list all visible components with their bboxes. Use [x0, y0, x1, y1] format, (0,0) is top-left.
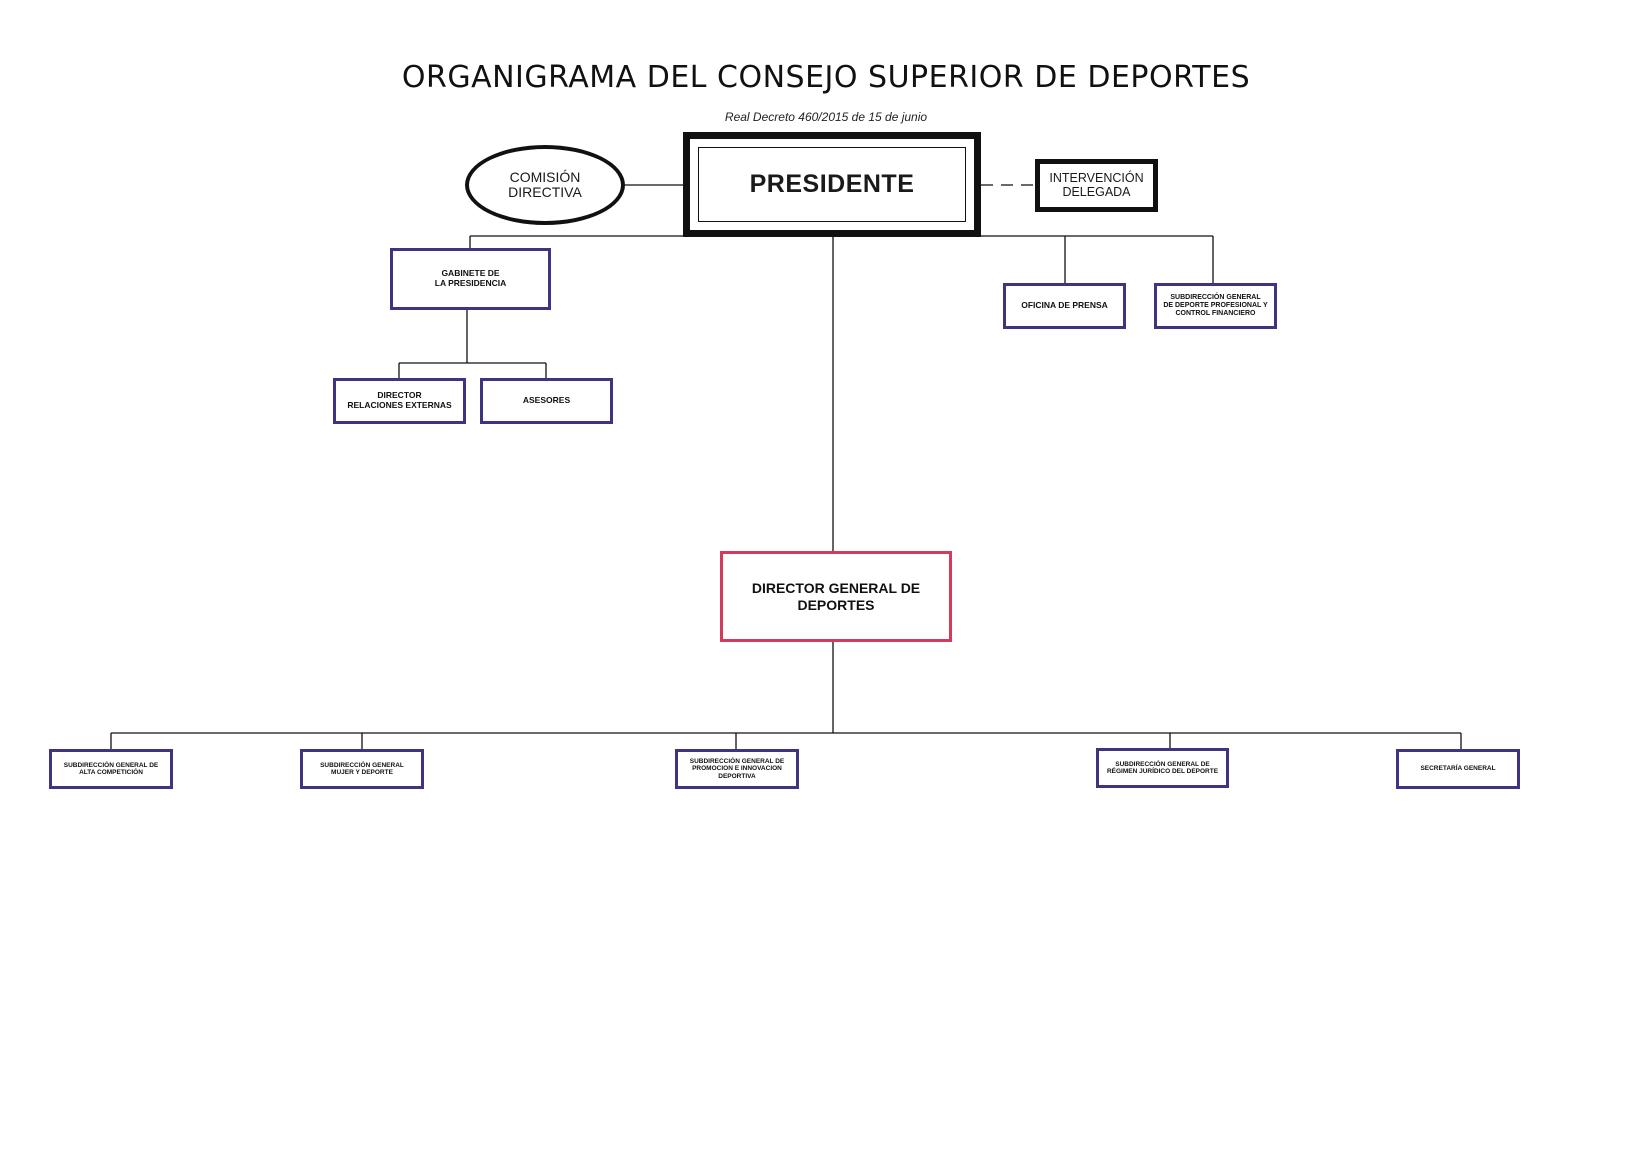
gabinete-node: GABINETE DE LA PRESIDENCIA [390, 248, 551, 310]
subdireccion-alta-competicion-node: SUBDIRECCIÓN GENERAL DE ALTA COMPETICIÓN [49, 749, 173, 789]
subdireccion-deporte-profesional-node: SUBDIRECCIÓN GENERAL DE DEPORTE PROFESIO… [1154, 283, 1277, 329]
asesores-node: ASESORES [480, 378, 613, 424]
comision-directiva-node: COMISIÓN DIRECTIVA [465, 145, 625, 225]
chart-title: ORGANIGRAMA DEL CONSEJO SUPERIOR DE DEPO… [401, 60, 1251, 95]
intervencion-delegada-node: INTERVENCIÓN DELEGADA [1035, 159, 1158, 212]
chart-subtitle: Real Decreto 460/2015 de 15 de junio [724, 110, 928, 124]
subdireccion-mujer-deporte-node: SUBDIRECCIÓN GENERAL MUJER Y DEPORTE [300, 749, 424, 789]
presidente-node: PRESIDENTE [683, 132, 981, 237]
presidente-label: PRESIDENTE [698, 147, 966, 222]
subdireccion-promocion-node: SUBDIRECCIÓN GENERAL DE PROMOCION E INNO… [675, 749, 799, 789]
subdireccion-regimen-juridico-node: SUBDIRECCIÓN GENERAL DE RÉGIMEN JURÍDICO… [1096, 748, 1229, 788]
director-relaciones-externas-node: DIRECTOR RELACIONES EXTERNAS [333, 378, 466, 424]
oficina-prensa-node: OFICINA DE PRENSA [1003, 283, 1126, 329]
secretaria-general-node: SECRETARÍA GENERAL [1396, 749, 1520, 789]
director-general-deportes-node: DIRECTOR GENERAL DE DEPORTES [720, 551, 952, 642]
